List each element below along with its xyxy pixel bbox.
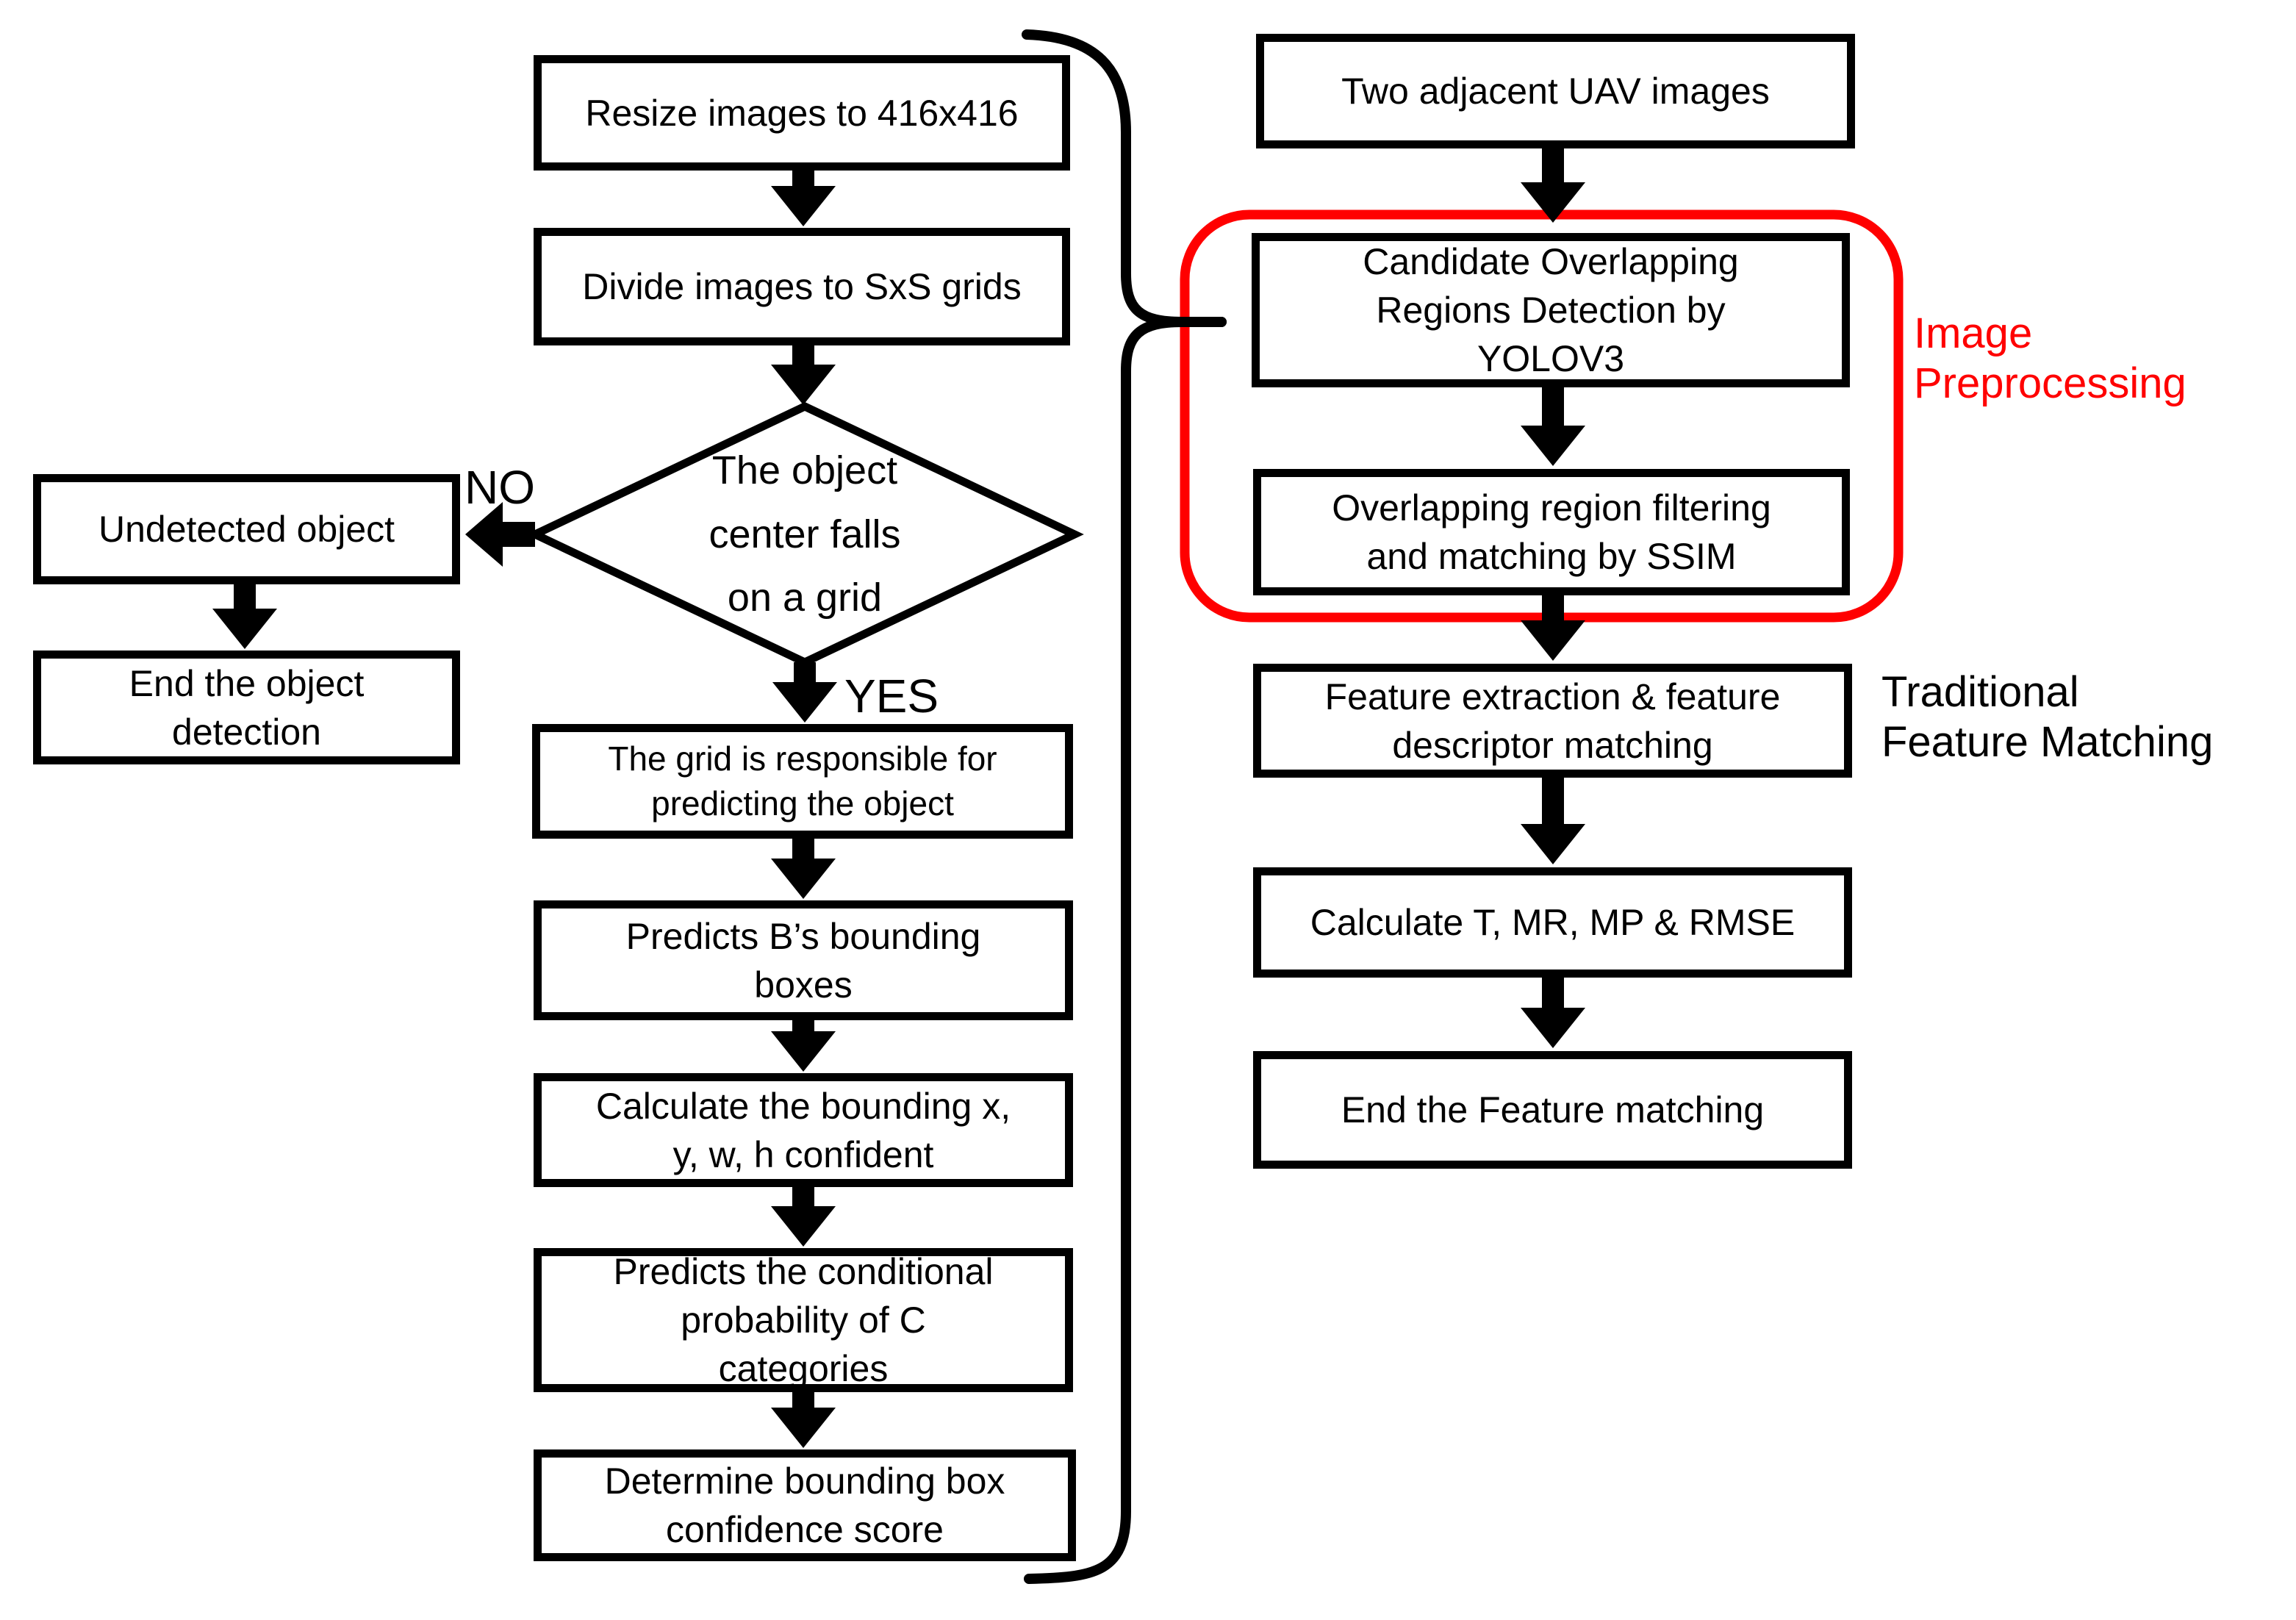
arrow-divide-to-decision [771,345,836,405]
node-end-object-detection: End the object detection [33,650,460,764]
arrow-decision-no [465,502,535,567]
image-preprocessing-outline [1180,209,1904,623]
arrow-metrics-to-end [1521,978,1585,1048]
brace-upper [1022,29,1227,327]
arrow-grid-to-predicts [771,839,836,899]
node-resize-images: Resize images to 416x416 [534,55,1070,171]
node-predicts-bounding-boxes: Predicts B’s bounding boxes [534,900,1073,1020]
arrow-candidate-to-overlap [1521,387,1585,466]
arrow-resize-to-divide [771,171,836,226]
node-calculate-metrics: Calculate T, MR, MP & RMSE [1253,867,1852,978]
branch-label-yes: YES [844,670,939,723]
node-conditional-probability: Predicts the conditional probability of … [534,1248,1073,1392]
branch-label-no: NO [464,461,535,514]
arrow-predicts-to-calculate [771,1020,836,1072]
node-grid-responsible: The grid is responsible for predicting t… [532,724,1073,839]
arrow-decision-yes [772,662,837,723]
node-end-feature-matching: End the Feature matching [1253,1051,1852,1169]
arrow-calculate-to-conditional [771,1187,836,1247]
node-determine-score: Determine bounding box confidence score [534,1449,1076,1561]
node-divide-grids: Divide images to SxS grids [534,228,1070,345]
arrow-undetected-to-end [212,584,277,649]
arrow-feature-to-metrics [1521,778,1585,864]
brace-lower [1024,317,1227,1584]
node-uav-images: Two adjacent UAV images [1256,34,1855,148]
arrow-uav-to-candidate [1521,148,1585,223]
label-traditional-feature-matching: Traditional Feature Matching [1881,668,2214,766]
label-image-preprocessing: Image Preprocessing [1914,309,2186,407]
decision-diamond-label: The object center falls on a grid [708,448,901,620]
node-candidate-regions: Candidate Overlapping Regions Detection … [1252,233,1850,387]
arrow-overlap-to-feature [1521,595,1585,661]
node-overlap-filtering: Overlapping region filtering and matchin… [1253,469,1850,595]
node-undetected-object: Undetected object [33,474,460,584]
arrow-conditional-to-determine [771,1392,836,1448]
node-calculate-confident: Calculate the bounding x, y, w, h confid… [534,1073,1073,1187]
node-feature-extraction: Feature extraction & feature descriptor … [1253,664,1852,778]
